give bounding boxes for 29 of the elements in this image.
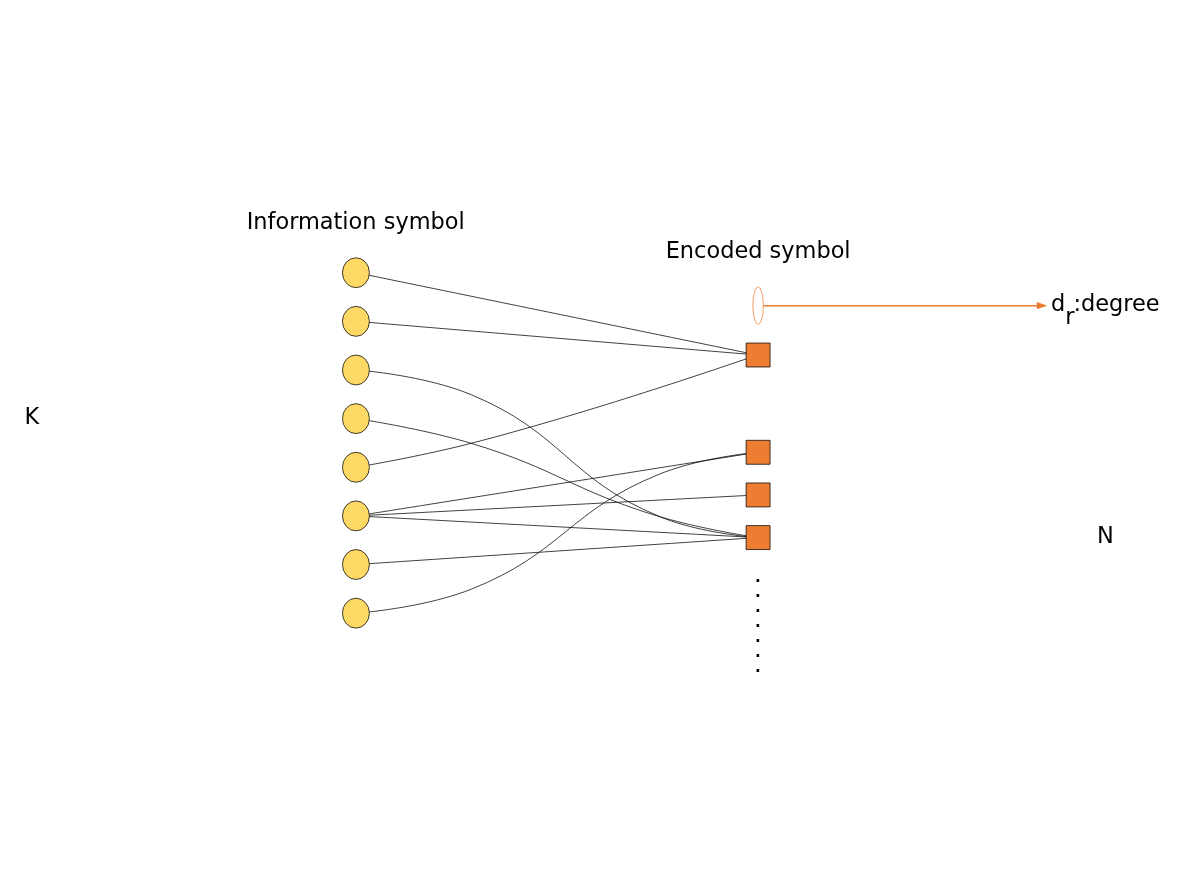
label: ....... (755, 568, 761, 677)
node-circle (342, 257, 370, 289)
connector (369, 370, 747, 537)
node-circle (342, 549, 370, 580)
connector (369, 420, 747, 537)
node-ellipse (752, 286, 764, 325)
node-box (745, 439, 771, 465)
node-circle (342, 451, 370, 483)
node-circle (342, 500, 370, 532)
arrow (762, 301, 1048, 310)
node-box (745, 342, 771, 368)
connector (369, 358, 747, 466)
connector (369, 516, 747, 538)
label: Encoded symbol (665, 237, 851, 264)
label: N (1097, 522, 1114, 549)
node-circle (342, 354, 370, 386)
connector (369, 537, 747, 565)
label: Information symbol (246, 207, 465, 234)
connector (369, 495, 747, 516)
connector (368, 453, 747, 515)
node-box (745, 525, 771, 550)
node-circle (342, 597, 370, 629)
connector (369, 453, 747, 613)
node-circle (342, 403, 370, 434)
connector (368, 274, 747, 354)
label: K (24, 403, 40, 430)
connector (369, 322, 747, 355)
node-circle (342, 306, 370, 337)
node-box (745, 482, 771, 508)
